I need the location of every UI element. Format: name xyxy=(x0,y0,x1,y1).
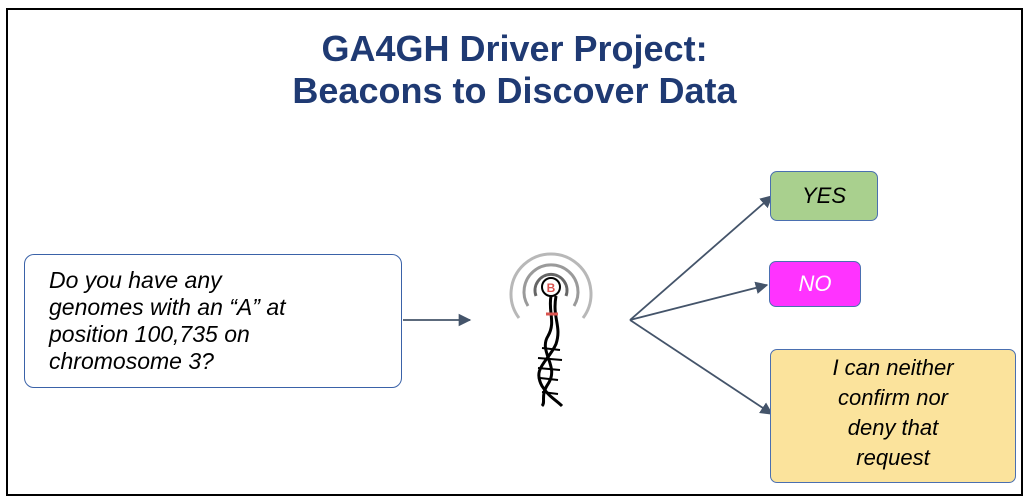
question-box: Do you have any genomes with an “A” at p… xyxy=(24,254,402,388)
slide-title: GA4GH Driver Project: Beacons to Discove… xyxy=(0,28,1029,112)
answer-yes-box: YES xyxy=(770,171,878,221)
arrow-to-yes xyxy=(629,195,773,321)
question-line-1: Do you have any xyxy=(49,267,222,293)
question-line-2: genomes with an “A” at xyxy=(49,294,286,320)
beacon-dna-icon: B xyxy=(509,252,593,408)
arrow-to-unsure xyxy=(629,319,774,415)
answer-no-box: NO xyxy=(769,261,861,307)
title-line-2: Beacons to Discover Data xyxy=(292,70,737,111)
unsure-line-4: request xyxy=(856,445,930,470)
arrow-to-no xyxy=(629,281,769,321)
unsure-line-2: confirm nor xyxy=(837,385,949,410)
beacon-letter: B xyxy=(547,281,556,295)
question-line-4: chromosome 3? xyxy=(49,348,214,374)
title-line-1: GA4GH Driver Project: xyxy=(321,28,708,69)
question-line-3: position 100,735 on xyxy=(49,321,250,347)
slide-frame xyxy=(6,8,1023,496)
unsure-line-3: deny that xyxy=(847,415,939,440)
answer-unsure-box: I can neither confirm nor deny that requ… xyxy=(770,349,1016,483)
unsure-line-1: I can neither xyxy=(832,355,954,380)
